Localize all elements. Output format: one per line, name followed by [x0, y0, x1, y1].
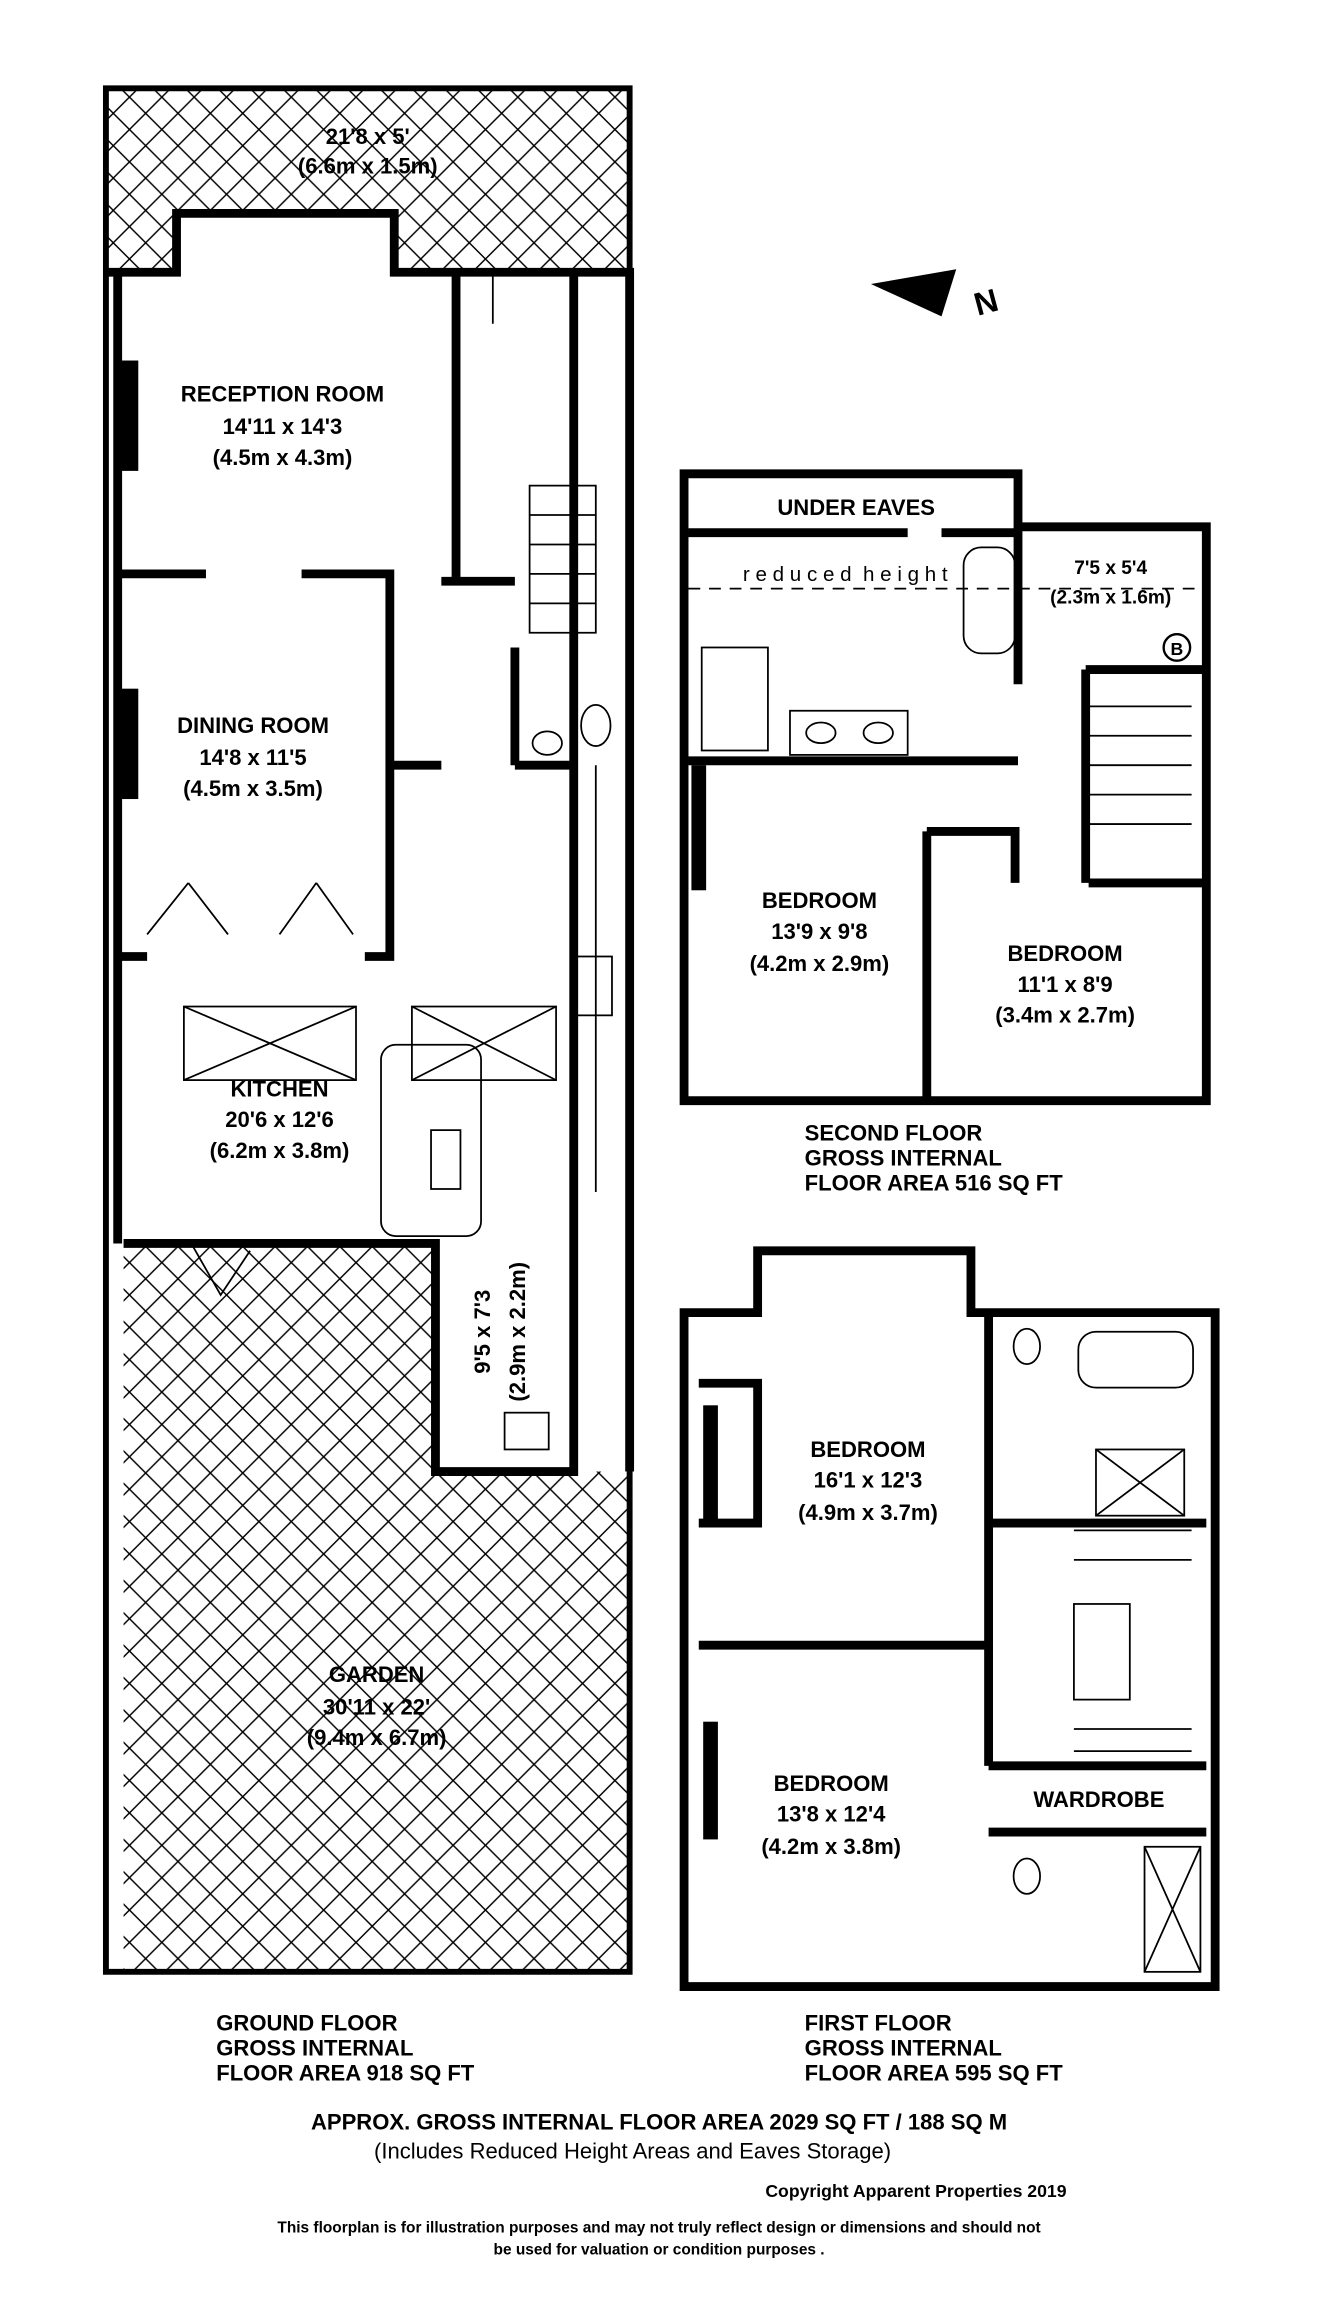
- small-room-dimensions-imperial: 7'5 x 5'4: [1074, 558, 1147, 579]
- wardrobe-label: WARDROBE: [1033, 1787, 1164, 1812]
- second-floor-bedroom-b-dimensions-metric: (3.4m x 2.7m): [995, 1003, 1135, 1028]
- first-floor-bedroom-b-label: BEDROOM: [774, 1771, 889, 1796]
- utility-dimensions-imperial: 9'5 x 7'3: [470, 1290, 495, 1374]
- disclaimer-line-2: be used for valuation or condition purpo…: [494, 2241, 825, 2258]
- first-floor-bedroom-b-dimensions-metric: (4.2m x 3.8m): [761, 1834, 901, 1859]
- disclaimer-line-1: This floorplan is for illustration purpo…: [277, 2219, 1040, 2236]
- reception-room-label: RECEPTION ROOM: [181, 382, 384, 407]
- dining-room-label: DINING ROOM: [177, 713, 329, 738]
- garden-label: GARDEN: [329, 1662, 425, 1687]
- patio-dimensions-imperial: 21'8 x 5': [326, 124, 410, 149]
- north-label: N: [970, 282, 1002, 323]
- first-floor-caption-1: FIRST FLOOR: [805, 2011, 952, 2036]
- patio-dimensions-metric: (6.6m x 1.5m): [298, 154, 438, 179]
- reception-room-dimensions-imperial: 14'11 x 14'3: [223, 414, 343, 439]
- reception-room-dimensions-metric: (4.5m x 4.3m): [213, 445, 353, 470]
- north-arrow-icon: N: [870, 269, 1002, 323]
- under-eaves-label: UNDER EAVES: [777, 495, 935, 520]
- first-floor-bedroom-b-dimensions-imperial: 13'8 x 12'4: [777, 1802, 886, 1827]
- first-floor-plan: [679, 1246, 1220, 1991]
- kitchen-dimensions-metric: (6.2m x 3.8m): [210, 1138, 350, 1163]
- second-floor-bedroom-a-dimensions-imperial: 13'9 x 9'8: [771, 919, 867, 944]
- first-floor-bedroom-a-dimensions-metric: (4.9m x 3.7m): [798, 1500, 938, 1525]
- second-floor-plan: [679, 469, 1211, 1106]
- garden-area: [123, 1243, 630, 1972]
- ground-floor-caption-1: GROUND FLOOR: [216, 2011, 397, 2036]
- first-floor-bedroom-a-label: BEDROOM: [810, 1437, 925, 1462]
- garden-dimensions-imperial: 30'11 x 22': [323, 1694, 430, 1719]
- second-floor-caption-2: GROSS INTERNAL: [805, 1145, 1002, 1170]
- second-floor-bedroom-a-label: BEDROOM: [762, 888, 877, 913]
- first-floor-caption-2: GROSS INTERNAL: [805, 2036, 1002, 2061]
- dining-room-dimensions-imperial: 14'8 x 11'5: [199, 745, 306, 770]
- includes-note: (Includes Reduced Height Areas and Eaves…: [374, 2139, 891, 2164]
- ground-floor-plan: [102, 85, 635, 1975]
- kitchen-dimensions-imperial: 20'6 x 12'6: [225, 1107, 334, 1132]
- second-floor-bedroom-b-label: BEDROOM: [1008, 941, 1123, 966]
- ground-floor-caption-3: FLOOR AREA 918 SQ FT: [216, 2061, 475, 2086]
- small-room-dimensions-metric: (2.3m x 1.6m): [1050, 587, 1171, 608]
- copyright: Copyright Apparent Properties 2019: [765, 2181, 1066, 2201]
- first-floor-bedroom-a-dimensions-imperial: 16'1 x 12'3: [814, 1468, 923, 1493]
- second-floor-bedroom-b-dimensions-imperial: 11'1 x 8'9: [1018, 972, 1113, 997]
- kitchen-label: KITCHEN: [231, 1076, 329, 1101]
- garden-dimensions-metric: (9.4m x 6.7m): [307, 1725, 447, 1750]
- utility-dimensions-metric: (2.9m x 2.2m): [505, 1262, 530, 1402]
- second-floor-caption-3: FLOOR AREA 516 SQ FT: [805, 1170, 1064, 1195]
- ground-floor-caption-2: GROSS INTERNAL: [216, 2036, 413, 2061]
- total-area: APPROX. GROSS INTERNAL FLOOR AREA 2029 S…: [311, 2109, 1007, 2134]
- dining-room-dimensions-metric: (4.5m x 3.5m): [183, 776, 323, 801]
- boiler-label: B: [1171, 639, 1184, 659]
- reduced-height-label: r e d u c e d h e i g h t: [743, 563, 948, 586]
- second-floor-bedroom-a-dimensions-metric: (4.2m x 2.9m): [750, 951, 890, 976]
- second-floor-caption-1: SECOND FLOOR: [805, 1120, 983, 1145]
- first-floor-caption-3: FLOOR AREA 595 SQ FT: [805, 2061, 1064, 2086]
